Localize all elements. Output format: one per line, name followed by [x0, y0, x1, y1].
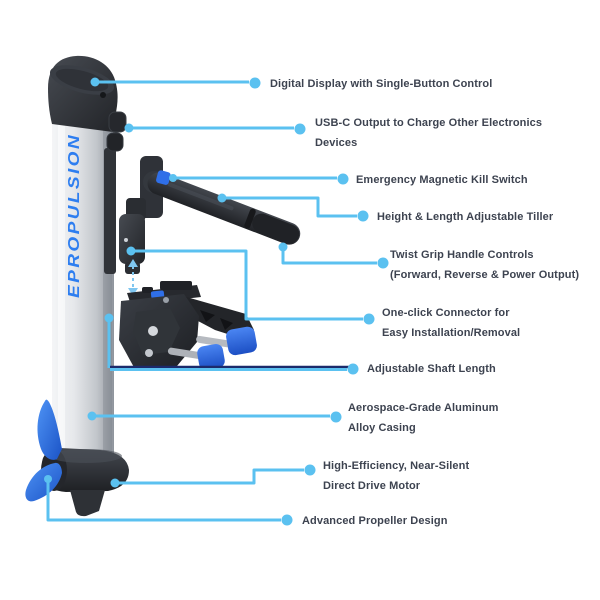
detach-arrow	[128, 259, 138, 296]
callout-dot-tiller-label	[357, 210, 369, 222]
propeller-blade-lower	[25, 462, 62, 502]
battery-top-cap	[48, 55, 118, 132]
callout-dot-propeller-product	[44, 475, 52, 483]
arrow-up-icon	[128, 259, 138, 267]
callout-dot-usb-c-product	[124, 123, 134, 133]
callout-dots	[44, 77, 389, 526]
callout-label-drive-motor: High-Efficiency, Near-Silent Direct Driv…	[323, 460, 470, 492]
skeg-fin	[70, 490, 105, 517]
tiller-arm	[147, 172, 301, 245]
callout-dot-kill-switch-label	[337, 173, 349, 185]
callout-line-twist-grip	[281, 247, 377, 265]
grip-ring	[244, 208, 256, 229]
callout-label-usb-c-output: USB-C Output to Charge Other Electronics…	[315, 117, 543, 149]
callout-dot-usb-c-label	[294, 123, 306, 135]
callout-line-drive-motor	[115, 468, 304, 485]
callout-lines	[46, 80, 377, 522]
callout-dot-digital-display-label	[249, 77, 261, 89]
propeller-blade-upper	[37, 399, 62, 460]
callout-dot-tiller-product	[217, 193, 227, 203]
propeller	[25, 399, 62, 502]
arrow-down-icon	[128, 288, 138, 296]
twist-grip-handle	[252, 213, 300, 244]
callout-dot-one-click-product	[126, 246, 136, 256]
clamp-knob-large	[226, 326, 257, 356]
callout-label-casing: Aerospace-Grade Aluminum Alloy Casing	[348, 402, 499, 434]
callout-dot-drive-motor-product	[110, 478, 120, 488]
clamp-blue-slider	[150, 290, 165, 299]
callout-dot-digital-display-product	[90, 77, 100, 87]
callout-label-one-click: One-click Connector for Easy Installatio…	[382, 307, 521, 339]
brand-logo-text: EPROPULSION	[66, 133, 83, 298]
usb-c-port-buttons	[106, 111, 127, 152]
callout-line-tiller	[222, 196, 357, 218]
shaft-highlight	[58, 94, 65, 464]
clamp-knob-small	[197, 344, 225, 370]
callout-dot-drive-motor-label	[304, 464, 316, 476]
callout-label-propeller: Advanced Propeller Design	[302, 515, 448, 527]
callout-dot-one-click-label	[363, 313, 375, 325]
callout-label-tiller: Height & Length Adjustable Tiller	[377, 211, 554, 223]
callout-line-propeller	[46, 479, 281, 522]
single-button	[100, 92, 106, 98]
clamp-arm	[181, 296, 254, 338]
callout-dot-shaft-length-label	[347, 363, 359, 375]
callout-label-twist-grip: Twist Grip Handle Controls (Forward, Rev…	[390, 249, 580, 281]
callout-label-digital-display: Digital Display with Single-Button Contr…	[270, 78, 493, 90]
callout-dot-casing-label	[330, 411, 342, 423]
callout-line-one-click	[131, 249, 363, 321]
callout-dot-propeller-label	[281, 514, 293, 526]
clamp-screws	[167, 335, 236, 360]
mounting-clamp	[119, 281, 257, 371]
callout-dot-casing-product	[87, 411, 97, 421]
callout-dot-twist-grip-label	[377, 257, 389, 269]
callout-label-shaft-length: Adjustable Shaft Length	[367, 363, 496, 375]
callout-dot-shaft-length-product	[104, 313, 114, 323]
callout-dot-twist-grip-product	[278, 242, 288, 252]
magnetic-kill-switch-clip	[156, 170, 171, 185]
callout-label-kill-switch: Emergency Magnetic Kill Switch	[356, 174, 528, 186]
mount-rail	[104, 148, 116, 274]
callout-dot-kill-switch-product	[169, 174, 177, 182]
